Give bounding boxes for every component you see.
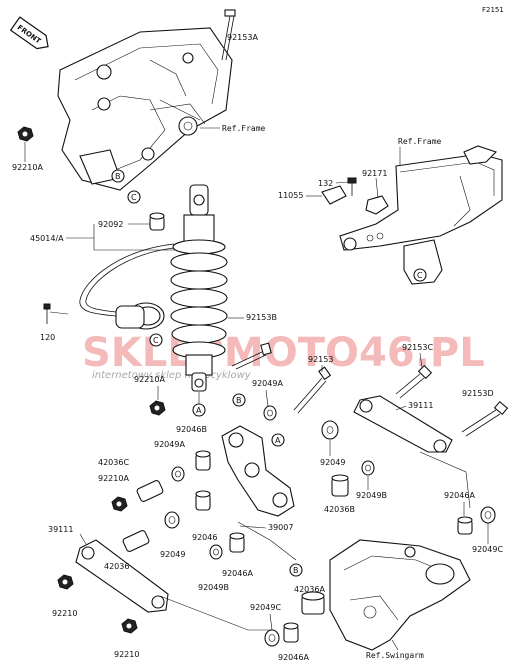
bolt-92153A-top: [221, 9, 236, 61]
label-39007: 39007: [268, 523, 293, 532]
marker-B-frame: B: [111, 169, 125, 183]
tie-rod-39111-left: [75, 539, 169, 613]
label-92210A-top: 92210A: [12, 163, 43, 172]
bolt-92153D: [461, 400, 509, 437]
label-42036A: 42036A: [294, 585, 325, 594]
label-39111-left: 39111: [48, 525, 73, 534]
label-92049A-left: 92049A: [154, 440, 185, 449]
label-92046A-bottom: 92046A: [278, 653, 309, 662]
front-arrow-badge: FRONT: [9, 16, 49, 50]
svg-text:C: C: [131, 193, 137, 202]
marker-C-right: C: [413, 268, 427, 282]
bushing-92046A-mid: [229, 532, 245, 553]
bushing-92046B: [195, 450, 211, 471]
bushing-92046: [195, 490, 211, 511]
tie-rod-39111-right: [353, 395, 453, 453]
seal-92049C-right: [480, 506, 496, 524]
frame-upper-assembly: [57, 27, 233, 191]
label-92049B-low: 92049B: [198, 583, 229, 592]
label-92210A-mid: 92210A: [134, 375, 165, 384]
seal-92049-right: [321, 420, 339, 440]
seal-92049A-right: [263, 405, 277, 421]
svg-text:C: C: [417, 271, 423, 280]
nut-92210A-top: [17, 126, 34, 142]
label-92210: 92210: [52, 609, 77, 618]
svg-text:A: A: [196, 406, 202, 415]
svg-text:C: C: [153, 336, 159, 345]
nut-92210-left: [57, 574, 74, 590]
marker-A-link: A: [271, 433, 285, 447]
bushing-92046A-bottom: [283, 622, 299, 643]
label-92046: 92046: [192, 533, 217, 542]
bolt-92153B: [231, 342, 272, 370]
rocker-link-39007: [221, 425, 295, 517]
label-92153C: 92153C: [402, 343, 433, 352]
label-92171: 92171: [362, 169, 387, 178]
seal-92049B-low: [209, 544, 223, 560]
bushing-92092: [149, 212, 165, 231]
marker-B-link: B: [232, 393, 246, 407]
bolt-92153C: [395, 364, 433, 399]
nut-92210A-low: [111, 496, 128, 512]
label-92210-bottom: 92210: [114, 650, 139, 659]
clamp-parts-cluster: [321, 177, 389, 215]
label-42036C: 42036C: [98, 458, 129, 467]
label-92092: 92092: [98, 220, 123, 229]
label-92046B: 92046B: [176, 425, 207, 434]
frame-right-bracket: [339, 145, 503, 285]
watermark-tagline: internetowy sklep motocyklowy: [92, 370, 252, 381]
marker-A-shock: A: [192, 403, 206, 417]
label-92046A-right: 92046A: [444, 491, 475, 500]
label-92153: 92153: [308, 355, 333, 364]
label-92049C-low: 92049C: [250, 603, 281, 612]
label-92046A-mid: 92046A: [222, 569, 253, 578]
collar-42036B: [331, 474, 349, 497]
figure-id: F2151: [482, 6, 504, 14]
seal-92049A-left: [171, 466, 185, 482]
rear-shock-absorber: [79, 184, 228, 392]
collar-42036A: [301, 591, 325, 615]
label-92049-right: 92049: [320, 458, 345, 467]
label-92210A-low: 92210A: [98, 474, 129, 483]
ref-frame-right: Ref.Frame: [398, 137, 442, 146]
label-92049B-right: 92049B: [356, 491, 387, 500]
label-120: 120: [40, 333, 55, 342]
label-92049-left: 92049: [160, 550, 185, 559]
label-45014: 45014/A: [30, 234, 64, 243]
label-92153A-top: 92153A: [227, 33, 258, 42]
marker-B-swingarm: B: [289, 563, 303, 577]
ref-swingarm: Ref.Swingarm: [366, 651, 424, 660]
label-11055: 11055: [278, 191, 303, 200]
ref-frame-top: Ref.Frame: [222, 124, 266, 133]
bushing-92046A-right: [457, 516, 473, 535]
nut-92210A-mid: [149, 400, 166, 416]
swingarm-assembly: [329, 539, 471, 651]
svg-text:B: B: [236, 396, 242, 405]
label-92049A-right: 92049A: [252, 379, 283, 388]
collar-42036C: [136, 480, 164, 502]
label-92153D: 92153D: [462, 389, 494, 398]
nut-92210-bottom: [121, 618, 138, 634]
collar-42036: [122, 530, 150, 552]
seal-92049C-low: [264, 629, 280, 647]
svg-text:A: A: [275, 436, 281, 445]
svg-text:B: B: [293, 566, 299, 575]
marker-C-frame: C: [127, 190, 141, 204]
label-92153B: 92153B: [246, 313, 277, 322]
marker-C-reservoir: C: [149, 333, 163, 347]
watermark-logo: SKLEPMOTO46.PL: [82, 330, 485, 376]
label-42036: 42036: [104, 562, 129, 571]
screw-120: [43, 303, 51, 324]
seal-92049B-right: [361, 460, 375, 476]
seal-92049-left: [164, 511, 180, 529]
label-92049C-right: 92049C: [472, 545, 503, 554]
label-42036B: 42036B: [324, 505, 355, 514]
label-39111-right: 39111: [408, 401, 433, 410]
svg-text:B: B: [115, 172, 121, 181]
label-132: 132: [318, 179, 333, 188]
